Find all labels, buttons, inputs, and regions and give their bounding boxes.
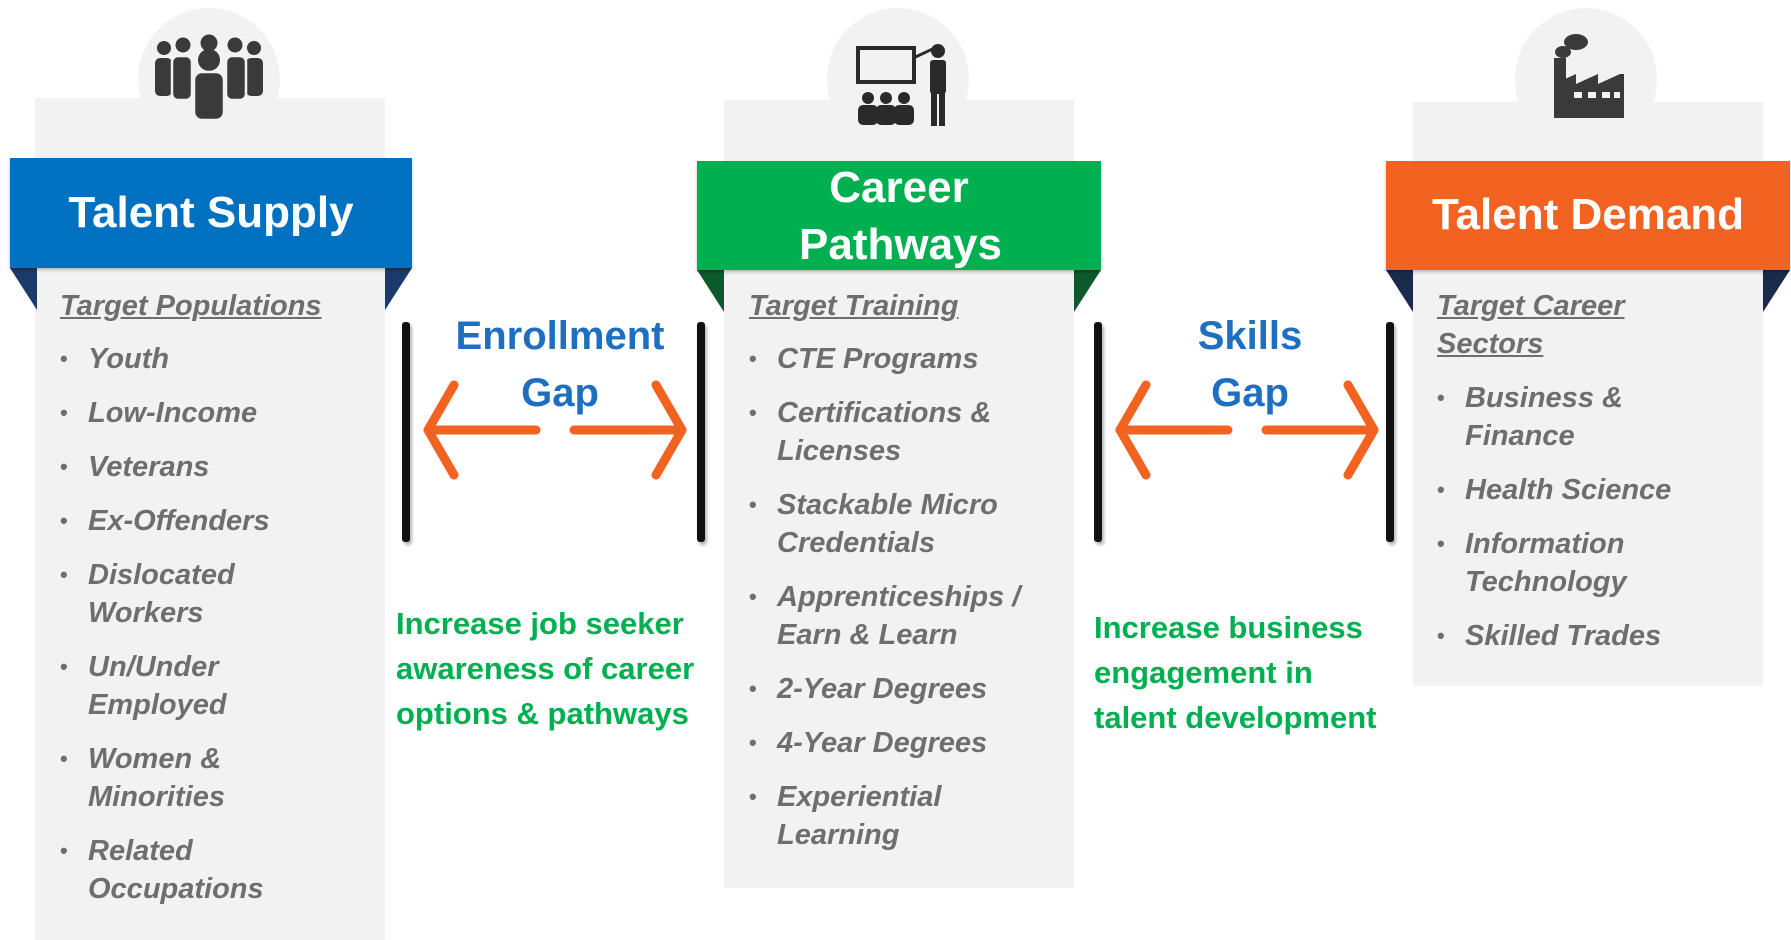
career-pathways-title: Career Pathways	[799, 162, 1002, 269]
list-item: •Experiential Learning	[749, 781, 942, 851]
list-item: •Certifications & Licenses	[749, 397, 992, 467]
enrollment-gap-description: Increase job seeker awareness of career …	[396, 606, 695, 731]
career-pathways-banner-fold-right	[1074, 270, 1101, 312]
target-career-sectors-heading: Target Career Sectors	[1437, 290, 1625, 360]
list-item: •CTE Programs	[749, 343, 979, 375]
target-populations-list: •Youth •Low-Income •Veterans •Ex-Offende…	[60, 340, 380, 924]
list-item: •Ex-Offenders	[60, 505, 270, 537]
career-pathways-banner: Career Pathways	[697, 161, 1101, 270]
list-item: •Dislocated Workers	[60, 559, 235, 629]
talent-supply-title: Talent Supply	[68, 187, 354, 237]
target-training-list: •CTE Programs •Certifications & Licenses…	[749, 340, 1069, 870]
skills-gap-right-bar	[1386, 322, 1394, 542]
talent-supply-banner-fold-right	[385, 268, 412, 310]
list-item: •2-Year Degrees	[749, 673, 988, 705]
talent-supply-banner-fold-left	[10, 268, 37, 310]
list-item: •Skilled Trades	[1437, 620, 1662, 652]
enrollment-gap-double-arrow-icon	[423, 380, 687, 480]
target-career-sectors-list: •Business & Finance •Health Science •Inf…	[1437, 379, 1767, 671]
talent-demand-title: Talent Demand	[1431, 190, 1745, 240]
people-group-icon	[155, 34, 263, 122]
skills-gap-title: Skills Gap	[1197, 314, 1303, 415]
skills-gap-double-arrow-icon	[1115, 380, 1379, 480]
enrollment-gap-left-bar	[402, 322, 410, 542]
list-item: •Apprenticeships / Earn & Learn	[749, 581, 1021, 651]
talent-supply-banner: Talent Supply	[10, 158, 412, 268]
list-item: •Women & Minorities	[60, 743, 225, 813]
enrollment-gap-right-bar	[697, 322, 705, 542]
talent-demand-banner-fold-left	[1386, 270, 1413, 312]
talent-demand-banner: Talent Demand	[1386, 161, 1790, 270]
list-item: •Health Science	[1437, 474, 1672, 506]
talent-demand-banner-fold-right	[1763, 270, 1790, 312]
list-item: •Veterans	[60, 451, 210, 483]
target-training-heading: Target Training	[749, 290, 959, 322]
list-item: •4-Year Degrees	[749, 727, 988, 759]
list-item: •Information Technology	[1437, 528, 1627, 598]
list-item: •Youth	[60, 343, 170, 375]
talent-demand-icon-circle	[1515, 8, 1657, 150]
enrollment-gap-title: Enrollment Gap	[455, 314, 665, 415]
list-item: •Un/Under Employed	[60, 651, 227, 721]
presenter-classroom-icon	[856, 44, 946, 126]
career-pathways-banner-fold-left	[697, 270, 724, 312]
target-populations-heading: Target Populations	[60, 290, 322, 322]
factory-icon	[1554, 34, 1624, 118]
skills-gap-left-bar	[1094, 322, 1102, 542]
list-item: •Business & Finance	[1437, 382, 1623, 452]
list-item: •Low-Income	[60, 397, 258, 429]
list-item: •Related Occupations	[60, 835, 264, 905]
skills-gap-description: Increase business engagement in talent d…	[1094, 610, 1377, 735]
list-item: •Stackable Micro Credentials	[749, 489, 998, 559]
